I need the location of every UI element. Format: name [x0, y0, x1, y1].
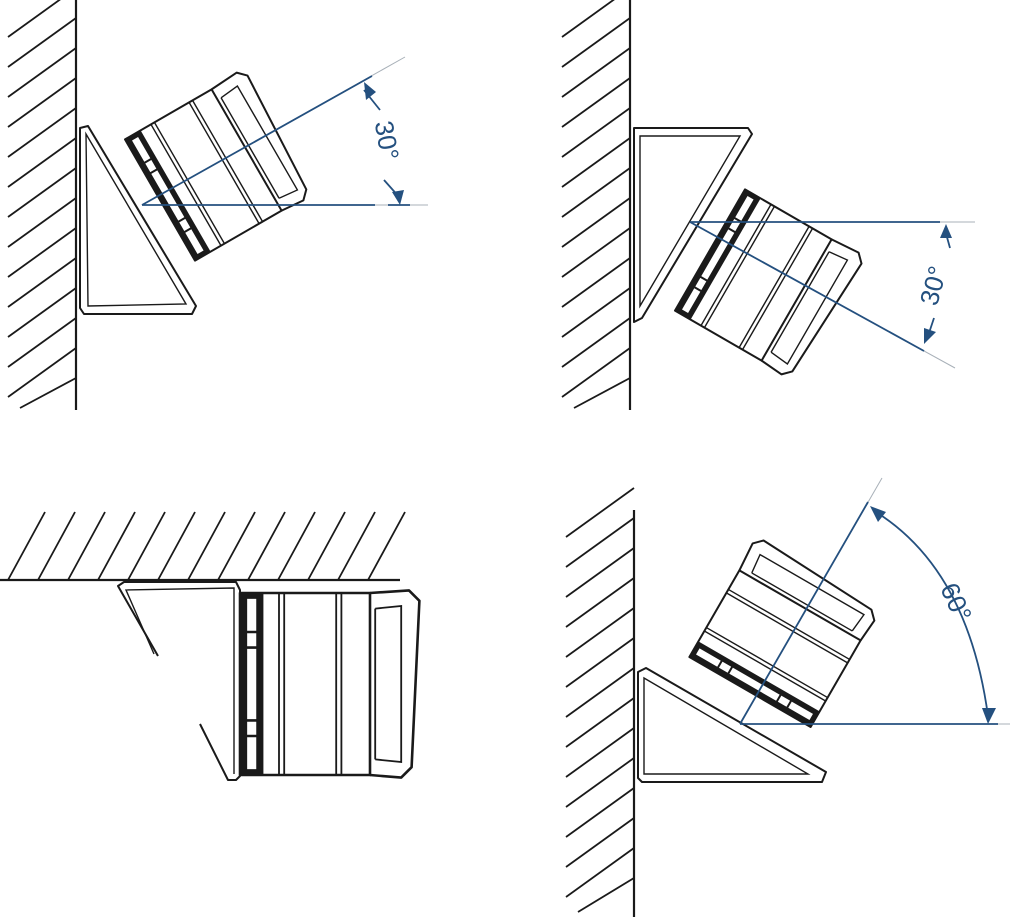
angle-label: 60° [934, 578, 978, 626]
ceiling-hatching [7, 511, 406, 581]
wall-hatching [561, 0, 631, 409]
figure-2-wall-mount-30-down: 30° [561, 0, 975, 410]
angle-dimension: 60° [739, 477, 1010, 725]
light-fixture [238, 589, 421, 779]
figure-3-ceiling-mount [0, 511, 421, 781]
angle-label: 30° [369, 118, 405, 162]
wall-hatching [7, 0, 77, 409]
figure-4-wall-mount-60: 60° [565, 477, 1010, 917]
angle-label: 30° [914, 263, 953, 309]
mounting-bracket [637, 667, 827, 783]
mounting-bracket [117, 581, 241, 781]
mounting-bracket [79, 125, 197, 315]
wall-hatching [565, 487, 635, 913]
figure-1-wall-mount-30-up: 30° [7, 0, 428, 410]
angle-dimension: 30° [141, 56, 428, 206]
light-fixture [686, 535, 883, 729]
